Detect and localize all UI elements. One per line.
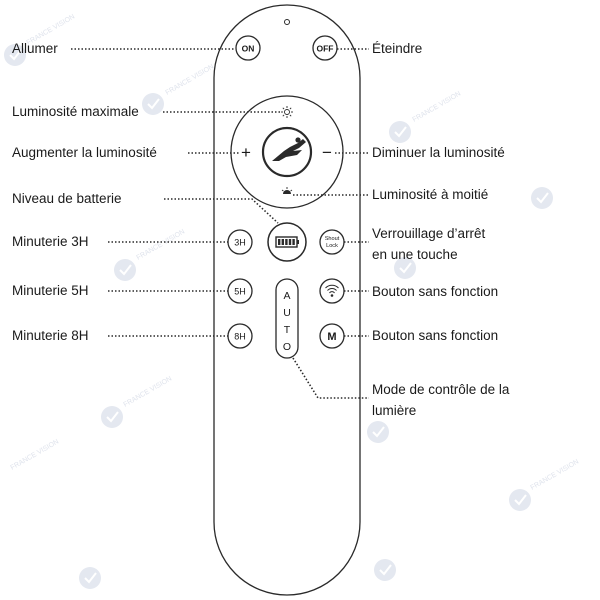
watermark-logo xyxy=(509,489,531,511)
leader-lines xyxy=(71,48,369,399)
leader-line xyxy=(292,357,369,399)
wifi-button[interactable] xyxy=(319,278,345,304)
watermark-logo xyxy=(79,567,101,589)
watermark-text: FRANCE VISION xyxy=(530,458,581,491)
watermark-text: FRANCE VISION xyxy=(136,228,187,261)
on-button-label: ON xyxy=(242,44,255,54)
label-bouton-sans-fonction-wifi: Bouton sans fonction xyxy=(372,284,499,299)
watermark-logo xyxy=(4,44,26,66)
watermark-logo xyxy=(374,559,396,581)
off-button-label: OFF xyxy=(317,44,334,54)
auto-letter: U xyxy=(283,307,291,319)
shout-lock-button[interactable]: Shout Lock xyxy=(319,229,345,255)
plus-button[interactable]: + xyxy=(241,143,251,162)
auto-letter: T xyxy=(284,324,291,336)
timer-3h-button[interactable]: 3H xyxy=(227,229,253,255)
label-minuterie-8h: Minuterie 8H xyxy=(12,328,89,343)
m-button-label: M xyxy=(327,331,336,343)
m-button[interactable]: M xyxy=(319,323,345,349)
on-button[interactable]: ON xyxy=(235,35,261,61)
label-diminuer-luminosite: Diminuer la luminosité xyxy=(372,145,505,160)
off-button[interactable]: OFF xyxy=(312,35,338,61)
watermark-text: FRANCE VISION xyxy=(10,438,61,471)
timer-8h-button[interactable]: 8H xyxy=(227,323,253,349)
watermark-logo xyxy=(389,121,411,143)
center-button[interactable] xyxy=(261,126,313,178)
minus-button[interactable]: − xyxy=(322,143,332,162)
auto-letter: O xyxy=(283,341,291,353)
lock-label: Lock xyxy=(326,243,338,249)
label-luminosite-moitie: Luminosité à moitié xyxy=(372,187,489,202)
watermark-logo xyxy=(367,421,389,443)
label-allumer: Allumer xyxy=(12,41,58,56)
watermark-logo xyxy=(114,259,136,281)
watermark-text: FRANCE VISION xyxy=(165,63,216,96)
timer-5h-button[interactable]: 5H xyxy=(227,278,253,304)
watermark-text: FRANCE VISION xyxy=(412,90,463,123)
watermark-logo xyxy=(142,93,164,115)
label-minuterie-3h: Minuterie 3H xyxy=(12,234,89,249)
watermark-logo xyxy=(531,187,553,209)
battery-icon xyxy=(275,236,299,248)
runner-logo-icon xyxy=(272,137,306,161)
label-augmenter-luminosite: Augmenter la luminosité xyxy=(12,145,157,160)
timer-5h-label: 5H xyxy=(234,287,246,297)
timer-8h-label: 8H xyxy=(234,332,246,342)
label-luminosite-maximale: Luminosité maximale xyxy=(12,104,139,119)
wifi-icon xyxy=(325,284,339,297)
label-eteindre: Éteindre xyxy=(372,41,423,56)
leader-line xyxy=(164,198,279,224)
watermark-logo xyxy=(101,406,123,428)
watermark-text: FRANCE VISION xyxy=(123,375,174,408)
label-mode-controle-line1: Mode de contrôle de la xyxy=(372,382,510,397)
sun-icon[interactable] xyxy=(281,106,293,118)
ir-led-dot xyxy=(284,19,290,25)
auto-mode-button[interactable]: A U T O xyxy=(275,278,299,359)
label-bouton-sans-fonction-m: Bouton sans fonction xyxy=(372,328,499,343)
battery-button[interactable] xyxy=(267,222,307,262)
label-verrouillage-line1: Verrouillage d’arrêt xyxy=(372,226,486,241)
label-verrouillage-line2: en une touche xyxy=(372,247,458,262)
shout-label: Shout xyxy=(325,236,340,242)
label-minuterie-5h: Minuterie 5H xyxy=(12,283,89,298)
half-sun-icon[interactable] xyxy=(281,187,293,194)
timer-3h-label: 3H xyxy=(234,238,246,248)
label-mode-controle-line2: lumière xyxy=(372,403,417,418)
watermark-logo xyxy=(394,257,416,279)
label-niveau-batterie: Niveau de batterie xyxy=(12,191,122,206)
auto-letter: A xyxy=(283,290,290,302)
